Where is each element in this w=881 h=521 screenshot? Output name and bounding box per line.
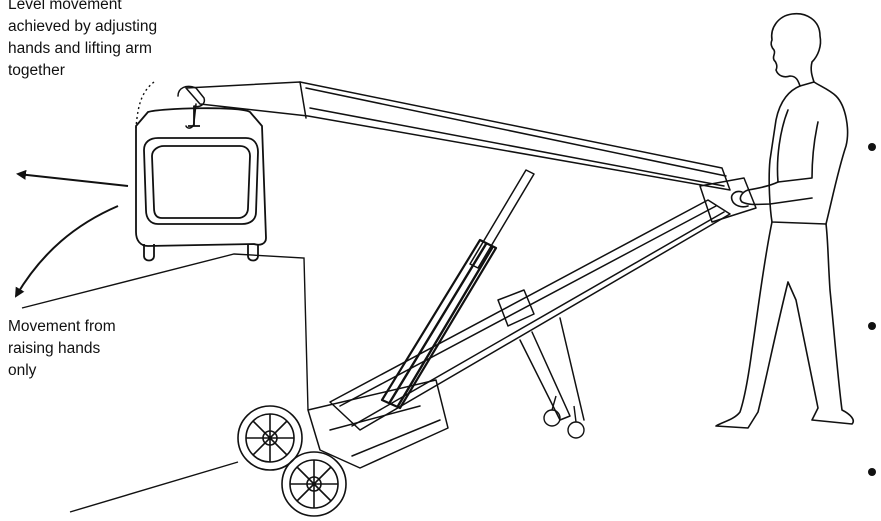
level-movement-arrow <box>16 169 129 187</box>
operator-figure <box>715 12 855 429</box>
bullet-point <box>868 468 876 476</box>
raise-only-label-line-1: Movement from <box>8 318 116 335</box>
raise-only-label-line-3: only <box>8 362 37 379</box>
movement-arrows <box>14 169 129 298</box>
wheel-leader <box>69 461 239 513</box>
rear-wheel <box>281 451 347 517</box>
annotation-leaders <box>21 81 309 513</box>
raise-only-label-line-2: raising hands <box>8 340 101 357</box>
hanging-load <box>135 106 267 262</box>
front-wheel <box>237 405 303 471</box>
bullet-point <box>868 143 876 151</box>
lifting-arm <box>177 81 757 469</box>
bullet-point <box>868 322 876 330</box>
caster-wheels <box>543 395 585 439</box>
level-movement-label-line-2: achieved by adjusting <box>8 18 158 35</box>
raise-only-leader <box>21 253 309 411</box>
level-movement-label-line-3: hands and lifting arm <box>8 40 152 57</box>
level-movement-leader <box>135 81 155 129</box>
level-movement-label-line-4: together <box>8 62 65 79</box>
level-movement-label-line-1: Level movement <box>8 0 122 13</box>
raise-only-arrow <box>14 205 119 298</box>
